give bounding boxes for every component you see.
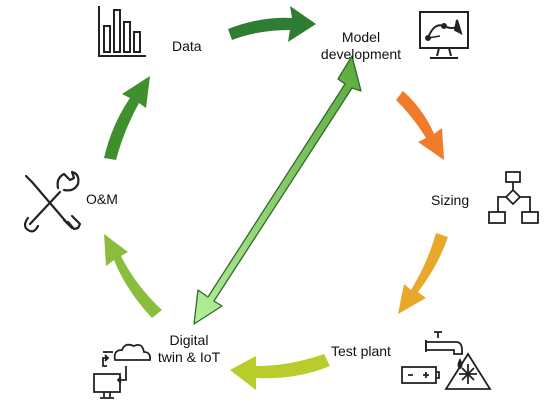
diagonal-double-arrow [193,55,362,325]
arrow-data-to-model [228,6,316,42]
cloud-computer-icon [93,343,152,399]
node-label-digital-twin: Digital twin & IoT [150,332,228,366]
node-label-data: Data [172,38,202,54]
flowchart-icon [488,171,539,224]
bar-chart-icon [98,6,146,57]
node-label-om: O&M [86,191,118,207]
arrow-sizing-to-test [398,233,448,314]
node-label-model-development: Model development [306,29,416,63]
arrow-digital-to-om [104,234,162,318]
node-label-digital-line1: Digital [169,332,209,348]
node-label-sizing: Sizing [431,192,470,208]
arrow-model-to-sizing [396,91,444,160]
wrench-screwdriver-icon [23,170,82,233]
tap-battery-snow-icon [401,331,492,390]
arrow-om-to-data [104,76,150,160]
arrow-test-to-digital [230,354,330,390]
node-label-test-plant: Test plant [331,343,391,359]
monitor-curve-icon [419,11,469,59]
node-label-model-line2: development [320,46,402,62]
node-label-model-line1: Model [341,29,381,45]
node-label-digital-line2: twin & IoT [157,349,221,365]
